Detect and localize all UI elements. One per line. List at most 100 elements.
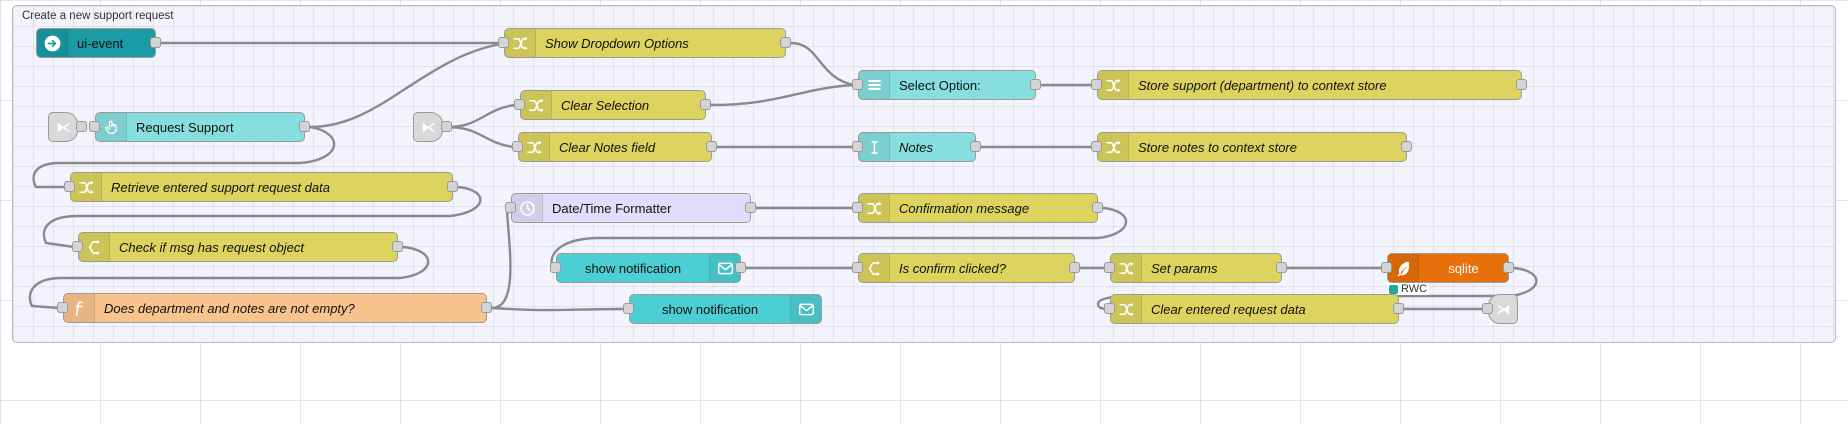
node-show-notification-2[interactable]: show notification — [629, 294, 822, 324]
node-select-option-label: Select Option: — [899, 77, 981, 93]
change-node-icon — [519, 133, 550, 161]
request-support-in-port[interactable] — [89, 121, 100, 132]
node-set-params-label: Set params — [1151, 260, 1218, 276]
sqlite-in-port[interactable] — [1381, 262, 1392, 273]
dropdown-list-icon — [859, 71, 890, 99]
sqlite-status-badge: RWC — [1387, 283, 1430, 295]
link-out-node-end[interactable] — [1488, 294, 1518, 324]
switch-node-icon — [859, 254, 890, 282]
clear-request-in-port[interactable] — [1104, 303, 1115, 314]
link-out-end-in-port[interactable] — [1482, 303, 1493, 314]
node-show-dropdown-options[interactable]: Show Dropdown Options — [504, 28, 786, 58]
node-sqlite[interactable]: sqlite — [1387, 253, 1509, 283]
envelope-icon — [709, 254, 740, 282]
function-f-icon — [64, 294, 95, 322]
link-in-node-request[interactable] — [48, 112, 78, 142]
set-params-out-port[interactable] — [1276, 262, 1287, 273]
link-in-clear-out-port[interactable] — [441, 121, 452, 132]
datetime-out-port[interactable] — [745, 202, 756, 213]
node-clear-entered-request-data[interactable]: Clear entered request data — [1110, 294, 1399, 324]
link-in-icon — [55, 119, 72, 136]
clear-selection-out-port[interactable] — [700, 99, 711, 110]
node-clear-selection-label: Clear Selection — [561, 97, 650, 113]
node-is-confirm-clicked[interactable]: Is confirm clicked? — [858, 253, 1075, 283]
notes-out-port[interactable] — [970, 141, 981, 152]
store-support-in-port[interactable] — [1091, 79, 1102, 90]
store-notes-out-port[interactable] — [1401, 141, 1412, 152]
node-notes-field-label: Notes — [899, 139, 933, 155]
store-notes-in-port[interactable] — [1091, 141, 1102, 152]
node-confirmation-message[interactable]: Confirmation message — [858, 193, 1098, 223]
node-store-notes[interactable]: Store notes to context store — [1097, 132, 1407, 162]
show-notification-2-in-port[interactable] — [623, 303, 634, 314]
node-show-notification-1-label: show notification — [584, 260, 682, 276]
show-notification-1-in-port[interactable] — [550, 262, 561, 273]
select-option-in-port[interactable] — [852, 79, 863, 90]
node-check-msg-request-object[interactable]: Check if msg has request object — [78, 232, 398, 262]
node-ui-event[interactable]: ui-event — [36, 28, 156, 58]
dept-notes-out-port[interactable] — [481, 302, 492, 313]
request-support-out-port[interactable] — [299, 121, 310, 132]
check-msg-in-port[interactable] — [72, 241, 83, 252]
link-in-request-out-port[interactable] — [76, 121, 87, 132]
clock-icon — [512, 194, 543, 222]
store-support-out-port[interactable] — [1516, 79, 1527, 90]
change-node-icon — [521, 91, 552, 119]
clear-notes-in-port[interactable] — [512, 141, 523, 152]
ui-event-out-port[interactable] — [150, 37, 161, 48]
change-node-icon — [1098, 133, 1129, 161]
node-ui-event-label: ui-event — [77, 35, 124, 51]
retrieve-data-in-port[interactable] — [64, 181, 75, 192]
is-confirm-in-port[interactable] — [852, 262, 863, 273]
sqlite-out-port[interactable] — [1503, 262, 1514, 273]
link-in-node-clear[interactable] — [413, 112, 443, 142]
check-msg-out-port[interactable] — [392, 241, 403, 252]
confirmation-out-port[interactable] — [1092, 202, 1103, 213]
node-clear-selection[interactable]: Clear Selection — [520, 90, 706, 120]
is-confirm-out-port[interactable] — [1069, 262, 1080, 273]
node-department-notes-not-empty[interactable]: Does department and notes are not empty? — [63, 293, 487, 323]
node-store-notes-label: Store notes to context store — [1138, 139, 1297, 155]
node-datetime-formatter[interactable]: Date/Time Formatter — [511, 193, 751, 223]
node-select-option[interactable]: Select Option: — [858, 70, 1036, 100]
node-notes-field[interactable]: Notes — [858, 132, 976, 162]
node-store-support[interactable]: Store support (department) to context st… — [1097, 70, 1522, 100]
node-department-notes-not-empty-label: Does department and notes are not empty? — [104, 300, 355, 316]
change-node-icon — [1111, 254, 1142, 282]
node-show-notification-1[interactable]: show notification — [556, 253, 741, 283]
node-request-support[interactable]: Request Support — [95, 112, 305, 142]
show-dropdown-in-port[interactable] — [498, 37, 509, 48]
node-confirmation-message-label: Confirmation message — [899, 200, 1030, 216]
clear-notes-out-port[interactable] — [706, 141, 717, 152]
node-datetime-formatter-label: Date/Time Formatter — [552, 200, 672, 216]
node-request-support-label: Request Support — [136, 119, 234, 135]
node-is-confirm-clicked-label: Is confirm clicked? — [899, 260, 1006, 276]
switch-node-icon — [79, 233, 110, 261]
select-option-out-port[interactable] — [1030, 79, 1041, 90]
show-dropdown-out-port[interactable] — [780, 37, 791, 48]
node-clear-entered-request-data-label: Clear entered request data — [1151, 301, 1306, 317]
link-out-icon — [1495, 301, 1512, 318]
node-show-dropdown-options-label: Show Dropdown Options — [545, 35, 689, 51]
set-params-in-port[interactable] — [1104, 262, 1115, 273]
change-node-icon — [1098, 71, 1129, 99]
clear-request-out-port[interactable] — [1393, 303, 1404, 314]
node-retrieve-request-data[interactable]: Retrieve entered support request data — [70, 172, 453, 202]
datetime-in-port[interactable] — [505, 202, 516, 213]
confirmation-in-port[interactable] — [852, 202, 863, 213]
node-set-params[interactable]: Set params — [1110, 253, 1282, 283]
notes-in-port[interactable] — [852, 141, 863, 152]
group-label: Create a new support request — [22, 10, 174, 22]
status-dot-icon — [1389, 284, 1398, 294]
node-clear-notes-field[interactable]: Clear Notes field — [518, 132, 712, 162]
show-notification-1-out-port[interactable] — [735, 262, 746, 273]
arrow-right-circle-icon — [37, 29, 68, 57]
node-retrieve-request-data-label: Retrieve entered support request data — [111, 179, 330, 195]
link-in-icon — [420, 119, 437, 136]
node-show-notification-2-label: show notification — [661, 301, 759, 317]
retrieve-data-out-port[interactable] — [447, 181, 458, 192]
clear-selection-in-port[interactable] — [514, 99, 525, 110]
sqlite-status-text: RWC — [1401, 283, 1428, 295]
dept-notes-in-port[interactable] — [57, 302, 68, 313]
